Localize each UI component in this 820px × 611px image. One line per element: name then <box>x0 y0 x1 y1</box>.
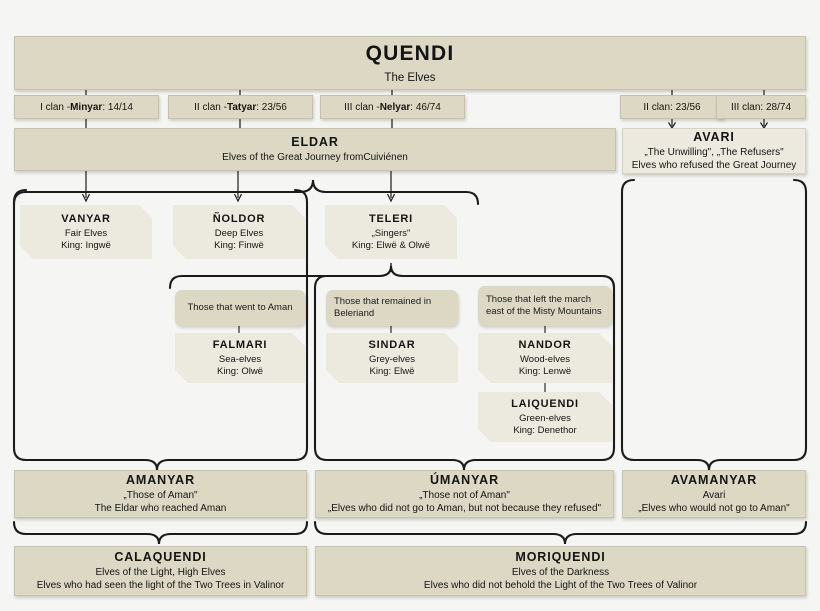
avari-desc-2: Elves who refused the Great Journey <box>631 160 797 171</box>
teleri-note-misty-mountains: Those that left the march east of the Mi… <box>478 286 612 326</box>
umanyar-desc-1: „Those not of Aman" <box>419 490 510 502</box>
noldor-desc-1: Deep Elves <box>214 227 264 239</box>
teleri-note-aman: Those that went to Aman <box>175 290 305 326</box>
vanyar-desc-1: Fair Elves <box>64 227 108 239</box>
nandor-desc-1: Wood-elves <box>520 353 570 365</box>
eldar-title: ELDAR <box>291 135 339 150</box>
laiquendi-box: LAIQUENDI Green-elves King: Denethor <box>478 392 612 442</box>
falmari-box: FALMARI Sea-elves King: Olwë <box>175 333 305 383</box>
teleri-box: TELERI „Singers" King: Elwë & Olwë <box>325 205 457 259</box>
teleri-note-beleriand: Those that remained in Beleriand <box>326 290 458 326</box>
moriquendi-title: MORIQUENDI <box>515 550 606 565</box>
avari-title: AVARI <box>693 130 735 145</box>
clan-tag-nelyar-suffix: : 46/74 <box>410 101 441 113</box>
clan-tag-minyar-name: Minyar <box>70 101 103 113</box>
avari-box: AVARI „The Unwilling", „The Refusers" El… <box>622 128 806 174</box>
nandor-desc-2: King: Lenwë <box>518 366 572 378</box>
quendi-desc: The Elves <box>384 71 436 84</box>
laiquendi-desc-1: Green-elves <box>519 412 571 424</box>
noldor-desc-2: King: Finwë <box>214 240 264 252</box>
clan-tag-avari-second: II clan: 23/56 <box>620 95 724 119</box>
avamanyar-desc-1: Avari <box>702 490 726 502</box>
moriquendi-desc-1: Elves of the Darkness <box>511 567 610 579</box>
falmari-title: FALMARI <box>212 338 268 351</box>
falmari-desc-1: Sea-elves <box>218 353 262 365</box>
vanyar-title: VANYAR <box>61 212 111 225</box>
sindar-title: SINDAR <box>368 338 416 351</box>
falmari-desc-2: King: Olwë <box>217 366 263 378</box>
clan-tag-minyar: I clan - Minyar : 14/14 <box>14 95 159 119</box>
amanyar-title: AMANYAR <box>125 473 196 488</box>
teleri-title: TELERI <box>369 212 413 225</box>
clan-tag-tatyar-name: Tatyar <box>226 101 257 113</box>
noldor-box: ÑOLDOR Deep Elves King: Finwë <box>173 205 305 259</box>
vanyar-desc-2: King: Ingwë <box>61 240 111 252</box>
umanyar-title: ÚMANYAR <box>429 473 500 488</box>
clan-tag-tatyar-prefix: II clan - <box>194 101 227 113</box>
laiquendi-desc-2: King: Denethor <box>513 425 577 437</box>
clan-tag-tatyar-suffix: : 23/56 <box>256 101 287 113</box>
clan-tag-nelyar-name: Nelyar <box>379 101 411 113</box>
vanyar-box: VANYAR Fair Elves King: Ingwë <box>20 205 152 259</box>
teleri-desc-1: „Singers" <box>371 227 411 239</box>
clan-tag-avari-third: III clan: 28/74 <box>716 95 806 119</box>
umanyar-box: ÚMANYAR „Those not of Aman" „Elves who d… <box>315 470 614 518</box>
avamanyar-desc-2: „Elves who would not go to Aman" <box>638 503 790 514</box>
sindar-desc-2: King: Elwë <box>369 366 415 378</box>
nandor-title: NANDOR <box>518 338 572 351</box>
avamanyar-title: AVAMANYAR <box>670 473 758 488</box>
noldor-title: ÑOLDOR <box>212 212 266 225</box>
laiquendi-title: LAIQUENDI <box>511 397 579 410</box>
sindar-box: SINDAR Grey-elves King: Elwë <box>326 333 458 383</box>
sindar-desc-1: Grey-elves <box>369 353 415 365</box>
eldar-desc: Elves of the Great Journey fromCuiviénen <box>222 152 408 164</box>
quendi-banner: QUENDI The Elves <box>14 36 806 90</box>
calaquendi-desc-1: Elves of the Light, High Elves <box>95 567 226 579</box>
calaquendi-title: CALAQUENDI <box>114 550 207 565</box>
clan-tag-minyar-prefix: I clan - <box>40 101 71 113</box>
moriquendi-desc-2: Elves who did not behold the Light of th… <box>423 580 698 591</box>
amanyar-desc-1: „Those of Aman" <box>123 490 198 502</box>
amanyar-box: AMANYAR „Those of Aman" The Eldar who re… <box>14 470 307 518</box>
nandor-box: NANDOR Wood-elves King: Lenwë <box>478 333 612 383</box>
avamanyar-box: AVAMANYAR Avari „Elves who would not go … <box>622 470 806 518</box>
clan-tag-tatyar: II clan - Tatyar : 23/56 <box>168 95 313 119</box>
quendi-title: QUENDI <box>365 41 455 65</box>
avari-desc-1: „The Unwilling", „The Refusers" <box>644 147 784 159</box>
calaquendi-desc-2: Elves who had seen the light of the Two … <box>36 580 285 591</box>
clan-tag-minyar-suffix: : 14/14 <box>102 101 133 113</box>
amanyar-desc-2: The Eldar who reached Aman <box>94 503 227 514</box>
eldar-box: ELDAR Elves of the Great Journey fromCui… <box>14 128 616 171</box>
calaquendi-box: CALAQUENDI Elves of the Light, High Elve… <box>14 546 307 596</box>
umanyar-desc-2: „Elves who did not go to Aman, but not b… <box>327 503 602 514</box>
clan-tag-nelyar-prefix: III clan - <box>344 101 380 113</box>
clan-tag-nelyar: III clan - Nelyar : 46/74 <box>320 95 465 119</box>
moriquendi-box: MORIQUENDI Elves of the Darkness Elves w… <box>315 546 806 596</box>
teleri-desc-2: King: Elwë & Olwë <box>351 240 431 252</box>
